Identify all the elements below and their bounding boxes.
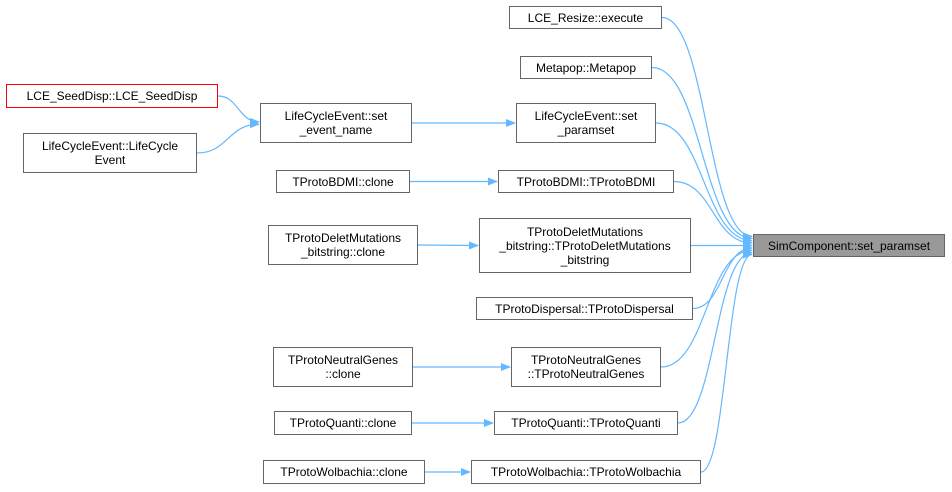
- node-tprotoneutralgenes-clone[interactable]: TProtoNeutralGenes ::clone: [273, 347, 413, 387]
- node-label: LCE_SeedDisp::LCE_SeedDisp: [26, 89, 198, 103]
- node-lifecycleevent-set-paramset[interactable]: LifeCycleEvent::set _paramset: [516, 103, 656, 143]
- node-tprotobdmi-tprotobdmi[interactable]: TProtoBDMI::TProtoBDMI: [498, 170, 674, 193]
- node-label: TProtoWolbachia::clone: [280, 465, 408, 479]
- node-tprotobdmi-clone[interactable]: TProtoBDMI::clone: [276, 170, 410, 193]
- node-label: TProtoDispersal::TProtoDispersal: [495, 301, 674, 316]
- node-tprotoneutralgenes-ctor[interactable]: TProtoNeutralGenes ::TProtoNeutralGenes: [511, 347, 661, 387]
- node-label: SimComponent::set_paramset: [767, 238, 931, 253]
- node-tprotowolbachia-tprotowolbachia[interactable]: TProtoWolbachia::TProtoWolbachia: [471, 460, 701, 484]
- node-label: Metapop::Metapop: [535, 60, 637, 75]
- node-lce-resize-execute[interactable]: LCE_Resize::execute: [509, 6, 662, 29]
- node-metapop-metapop[interactable]: Metapop::Metapop: [520, 56, 652, 79]
- node-tprotodeletmutations-clone[interactable]: TProtoDeletMutations _bitstring::clone: [268, 225, 418, 265]
- node-simcomponent-set-paramset: SimComponent::set_paramset: [753, 234, 945, 257]
- edge-bdmi_ctor-to-target: [673, 180, 753, 247]
- node-tprotoquanti-tprotoquanti[interactable]: TProtoQuanti::TProtoQuanti: [494, 411, 678, 435]
- node-label: LifeCycleEvent::set _event_name: [284, 109, 388, 137]
- node-label: TProtoNeutralGenes ::TProtoNeutralGenes: [527, 353, 645, 381]
- node-label: TProtoWolbachia::TProtoWolbachia: [490, 465, 682, 479]
- node-label: TProtoBDMI::clone: [292, 174, 394, 189]
- node-label: LCE_Resize::execute: [527, 10, 644, 25]
- node-lifecycleevent-lifecycleevent[interactable]: LifeCycleEvent::LifeCycle Event: [23, 133, 197, 173]
- node-tprotodispersal-tprotodispersal[interactable]: TProtoDispersal::TProtoDispersal: [476, 297, 693, 320]
- edge-neutral_ctor-to-target: [660, 246, 753, 368]
- edge-lce_lifecycle-to-lce_set_event_name: [196, 120, 260, 154]
- edge-lce_resize-to-target: [661, 16, 753, 241]
- node-tprotowolbachia-clone[interactable]: TProtoWolbachia::clone: [263, 460, 425, 484]
- node-label: TProtoBDMI::TProtoBDMI: [516, 174, 656, 189]
- edge-lce_set_paramset-to-target: [655, 122, 753, 245]
- edge-metapop-to-target: [651, 66, 753, 243]
- node-label: TProtoQuanti::clone: [289, 416, 397, 430]
- edge-lce_seeddisp-to-lce_set_event_name: [217, 95, 260, 126]
- edge-wolbachia_ctor-to-target: [700, 250, 753, 473]
- node-lifecycleevent-set-event-name[interactable]: LifeCycleEvent::set _event_name: [260, 103, 412, 143]
- node-label: LifeCycleEvent::LifeCycle Event: [41, 139, 179, 167]
- node-label: TProtoQuanti::TProtoQuanti: [511, 416, 661, 430]
- node-label: LifeCycleEvent::set _paramset: [534, 109, 638, 137]
- node-label: TProtoDeletMutations _bitstring::clone: [284, 231, 402, 259]
- node-label: TProtoDeletMutations _bitstring::TProtoD…: [499, 224, 671, 267]
- node-tprotoquanti-clone[interactable]: TProtoQuanti::clone: [274, 411, 412, 435]
- edge-quanti_ctor-to-target: [677, 248, 753, 424]
- node-lce-seeddisp[interactable]: LCE_SeedDisp::LCE_SeedDisp: [6, 84, 218, 108]
- node-label: TProtoNeutralGenes ::clone: [287, 353, 399, 381]
- node-tprotodeletmutations-ctor[interactable]: TProtoDeletMutations _bitstring::TProtoD…: [479, 218, 691, 273]
